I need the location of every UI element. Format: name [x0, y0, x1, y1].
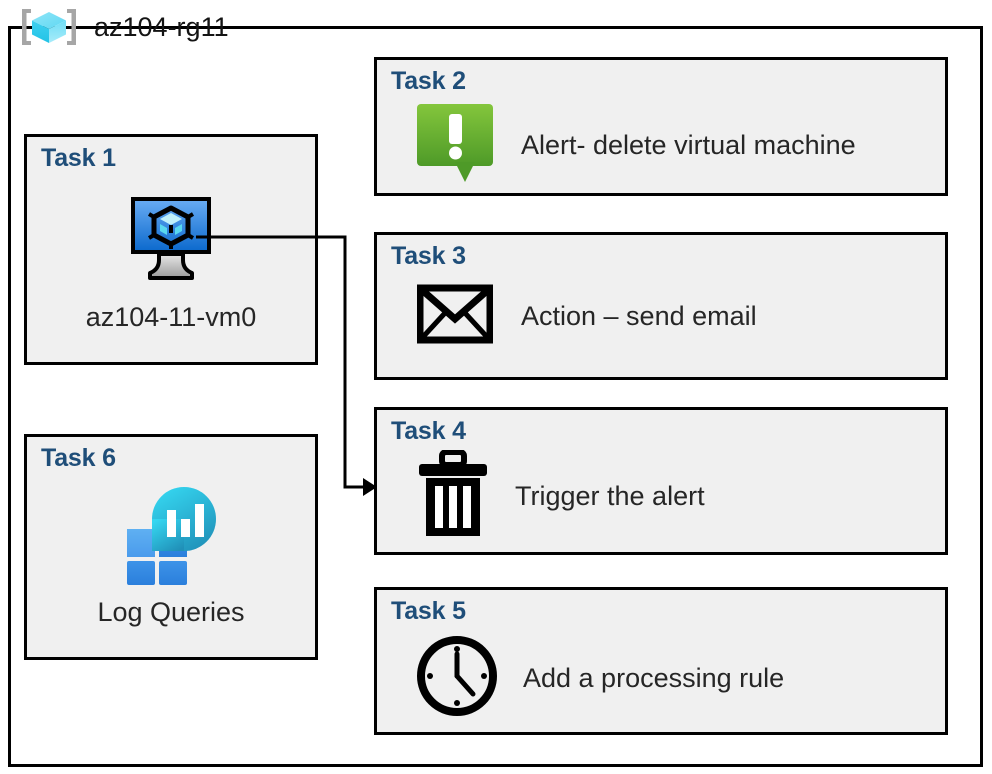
- task-2-row: Alert- delete virtual machine: [417, 104, 856, 187]
- trash-can-icon: [417, 449, 489, 543]
- envelope-icon: [416, 283, 494, 350]
- task-card-5[interactable]: Task 5 Add a processing rule: [374, 587, 948, 735]
- task-1-title: Task 1: [41, 144, 116, 172]
- task-4-row: Trigger the alert: [417, 449, 705, 543]
- task-5-row: Add a processing rule: [415, 634, 784, 723]
- resource-group-label: az104-rg11: [94, 11, 229, 42]
- task-6-icon-row: [27, 485, 315, 590]
- resource-group-icon: [14, 5, 84, 49]
- task-3-row: Action – send email: [416, 283, 757, 350]
- task-card-1[interactable]: Task 1: [24, 134, 318, 365]
- task-4-title: Task 4: [391, 417, 466, 445]
- clock-icon: [415, 634, 499, 723]
- log-queries-icon: [119, 485, 223, 590]
- task-card-3[interactable]: Task 3 Action – send email: [374, 232, 948, 380]
- task-5-text: Add a processing rule: [523, 662, 785, 693]
- task-4-text: Trigger the alert: [515, 480, 705, 511]
- task-5-title: Task 5: [391, 597, 466, 625]
- task-card-2[interactable]: Task 2 Alert- delete virtual machine: [374, 57, 948, 196]
- task-3-text: Action – send email: [521, 300, 757, 331]
- task-1-icon-row: [27, 193, 315, 286]
- task-6-caption: Log Queries: [97, 597, 245, 627]
- task-2-title: Task 2: [391, 67, 466, 95]
- task-card-4[interactable]: Task 4 Trigger the alert: [374, 407, 948, 555]
- task-6-title: Task 6: [41, 444, 116, 472]
- resource-group-header: az104-rg11: [14, 4, 229, 50]
- alert-bubble-icon: [417, 104, 493, 187]
- task-card-6[interactable]: Task 6: [24, 434, 318, 660]
- task-2-text: Alert- delete virtual machine: [521, 129, 856, 160]
- virtual-machine-icon: [125, 193, 217, 286]
- task-1-caption: az104-11-vm0: [85, 302, 257, 332]
- task-3-title: Task 3: [391, 242, 466, 270]
